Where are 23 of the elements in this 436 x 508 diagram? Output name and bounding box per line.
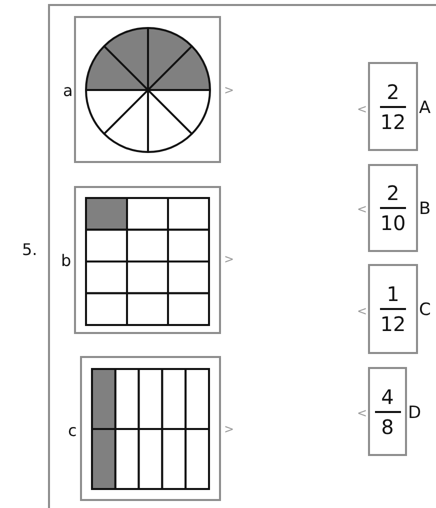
picture-letter: b (61, 252, 72, 270)
match-marker: > (224, 251, 234, 267)
numerator: 2 (386, 182, 400, 204)
numerator: 2 (386, 80, 400, 102)
numerator: 4 (381, 386, 394, 408)
denominator: 10 (380, 212, 406, 234)
denominator: 12 (380, 110, 406, 132)
match-marker: < (357, 303, 368, 319)
answer-letter: C (419, 301, 431, 319)
match-marker: < (357, 101, 368, 117)
match-marker: > (224, 421, 234, 437)
answer-letter: D (408, 404, 422, 422)
match-marker: > (224, 82, 234, 98)
picture-letter: c (68, 422, 77, 440)
picture-letter: a (63, 82, 73, 100)
numerator: 1 (386, 283, 400, 305)
match-marker: < (357, 405, 368, 421)
denominator: 12 (380, 313, 406, 335)
answer-letter: B (419, 200, 431, 218)
match-marker: < (357, 201, 368, 217)
question-number: 5. (22, 242, 38, 258)
denominator: 8 (381, 416, 394, 438)
answer-letter: A (419, 98, 431, 116)
